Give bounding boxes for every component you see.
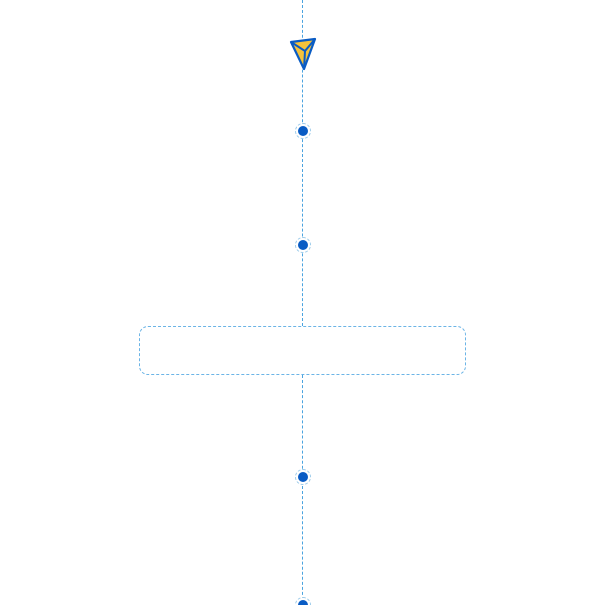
step-node[interactable] (295, 237, 311, 253)
paper-plane-icon[interactable] (288, 36, 318, 72)
step-dot-icon (298, 472, 308, 482)
step-node[interactable] (295, 469, 311, 485)
step-node[interactable] (295, 597, 311, 605)
empty-step-box[interactable] (139, 326, 466, 375)
connector-line (302, 0, 303, 326)
connector-line (302, 375, 303, 605)
step-dot-icon (298, 240, 308, 250)
step-dot-icon (298, 126, 308, 136)
step-node[interactable] (295, 123, 311, 139)
step-dot-icon (298, 600, 308, 605)
